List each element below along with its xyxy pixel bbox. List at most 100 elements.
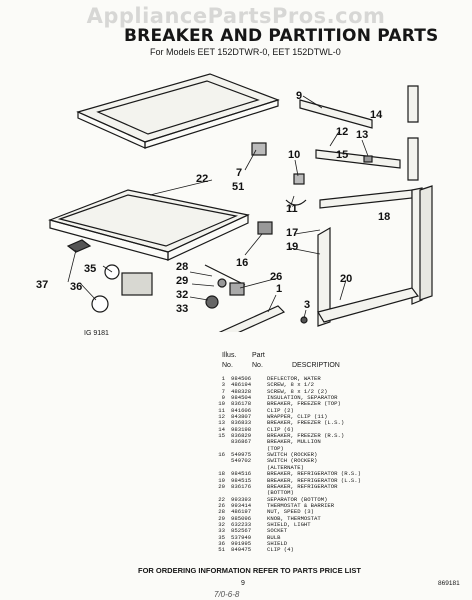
row-description: BREAKER, REFRIGERATOR (R.S.) [267, 470, 361, 478]
table-col-part-no: No. [252, 362, 263, 369]
row-part-no: 486197 [231, 508, 252, 516]
row-part-no: 993414 [231, 501, 252, 509]
table-head-part: Part [252, 352, 265, 359]
part-bottom-separator [48, 189, 250, 261]
row-part-no: 486194 [231, 381, 252, 389]
row-description: CLIP (6) [267, 425, 294, 433]
row-description: SCREW, 8 x 1/2 [267, 381, 314, 389]
callout-17: 17 [286, 227, 298, 239]
callout-26: 26 [270, 271, 282, 283]
table-col-description: DESCRIPTION [292, 362, 340, 369]
ordering-footer: FOR ORDERING INFORMATION REFER TO PARTS … [138, 566, 361, 575]
row-illus-no: 19 [218, 476, 225, 484]
row-illus-no: 1 [221, 375, 225, 382]
row-part-no: 985096 [231, 514, 252, 522]
row-part-no: 984506 [231, 375, 252, 382]
row-description: BREAKER, REFRIGERATOR [267, 482, 338, 490]
callout-22: 22 [196, 173, 208, 185]
callout-9: 9 [296, 90, 302, 102]
callout-28: 28 [176, 261, 188, 273]
row-illus-no: 51 [218, 546, 225, 554]
row-part-no: 991995 [231, 539, 252, 547]
callout-35: 35 [84, 263, 96, 275]
callout-20: 20 [340, 273, 352, 285]
row-description: BREAKER, FREEZER (L.S.) [267, 419, 345, 427]
row-description: SHIELD, LIGHT [267, 520, 311, 528]
row-description: (TOP) [267, 444, 284, 452]
part-breaker-strips [299, 85, 433, 327]
row-illus-no: 10 [218, 400, 225, 408]
callout-labels: 9 14 12 13 10 15 7 51 22 11 17 18 19 16 … [36, 90, 390, 315]
row-part-no: 836178 [231, 400, 252, 408]
row-illus-no: 13 [218, 419, 225, 427]
callout-7: 7 [236, 167, 242, 179]
table-row: 26 993414 THERMOSTAT & BARRIER [195, 501, 465, 509]
table-row: (BOTTOM) [195, 489, 465, 496]
row-part-no: 632233 [231, 520, 252, 528]
callout-32: 32 [176, 289, 188, 301]
row-part-no: 549702 [231, 457, 252, 465]
row-part-no: 841606 [231, 406, 252, 414]
row-illus-no: 26 [218, 501, 225, 509]
row-illus-no: 20 [218, 482, 225, 490]
callout-11: 11 [286, 203, 298, 215]
callout-1: 1 [276, 283, 282, 295]
exploded-parts-diagram: 9 14 12 13 10 15 7 51 22 11 17 18 19 16 … [36, 73, 433, 332]
row-description: SEPARATOR (BOTTOM) [267, 495, 328, 503]
row-part-no: 836829 [231, 432, 252, 440]
callout-18: 18 [378, 211, 390, 223]
row-description: INSULATION, SEPARATOR [267, 394, 338, 402]
callout-33: 33 [176, 303, 188, 315]
diagram-reference: IG 9181 [84, 330, 109, 337]
callout-14: 14 [370, 109, 383, 121]
callout-16: 16 [236, 257, 248, 269]
table-row: 19 984515 BREAKER, REFRIGERATOR (L.S.) [195, 476, 465, 484]
table-row: 7 488328 SCREW, 8 x 1/2 (2) [195, 387, 465, 395]
row-description: SHIELD [267, 539, 288, 547]
document-code: 869181 [438, 580, 460, 587]
row-illus-no: 16 [218, 451, 225, 459]
row-part-no: 488328 [231, 387, 252, 395]
page-title: BREAKER AND PARTITION PARTS [124, 26, 439, 46]
row-part-no: 852567 [231, 527, 252, 535]
part-water-deflector [218, 305, 286, 332]
row-description: SOCKET [267, 527, 288, 535]
table-row: (TOP) [195, 444, 465, 452]
row-illus-no: 9 [221, 394, 225, 402]
row-illus-no: 3 [221, 381, 225, 389]
table-row: 1 984506 DEFLECTOR, WATER [195, 375, 465, 382]
row-part-no: 984515 [231, 476, 252, 484]
table-col-illus-no: No. [222, 362, 233, 369]
row-illus-no: 11 [218, 406, 225, 414]
row-description: BREAKER, REFRIGERATOR (L.S.) [267, 476, 361, 484]
callout-29: 29 [176, 275, 188, 287]
row-illus-no: 22 [218, 495, 225, 503]
table-row: 20 836176 BREAKER, REFRIGERATOR [195, 482, 465, 490]
row-part-no: 983198 [231, 425, 252, 433]
row-illus-no: 7 [221, 387, 225, 395]
callout-12: 12 [336, 126, 348, 138]
row-part-no: 836176 [231, 482, 252, 490]
row-description: DEFLECTOR, WATER [267, 375, 321, 382]
watermark: AppliancePartsPros.com [86, 4, 386, 28]
row-illus-no: 33 [218, 527, 225, 535]
row-illus-no: 36 [218, 539, 225, 547]
row-illus-no: 12 [218, 413, 225, 421]
row-part-no: 849475 [231, 546, 252, 554]
row-description: SCREW, 8 x 1/2 (2) [267, 387, 328, 395]
page-number: 9 [241, 580, 245, 587]
row-part-no: 984504 [231, 394, 252, 402]
row-part-no: 843807 [231, 413, 252, 421]
row-description: THERMOSTAT & BARRIER [267, 501, 335, 509]
handwritten-note: 7/0-6-8 [214, 590, 240, 599]
callout-leaders [67, 95, 369, 319]
